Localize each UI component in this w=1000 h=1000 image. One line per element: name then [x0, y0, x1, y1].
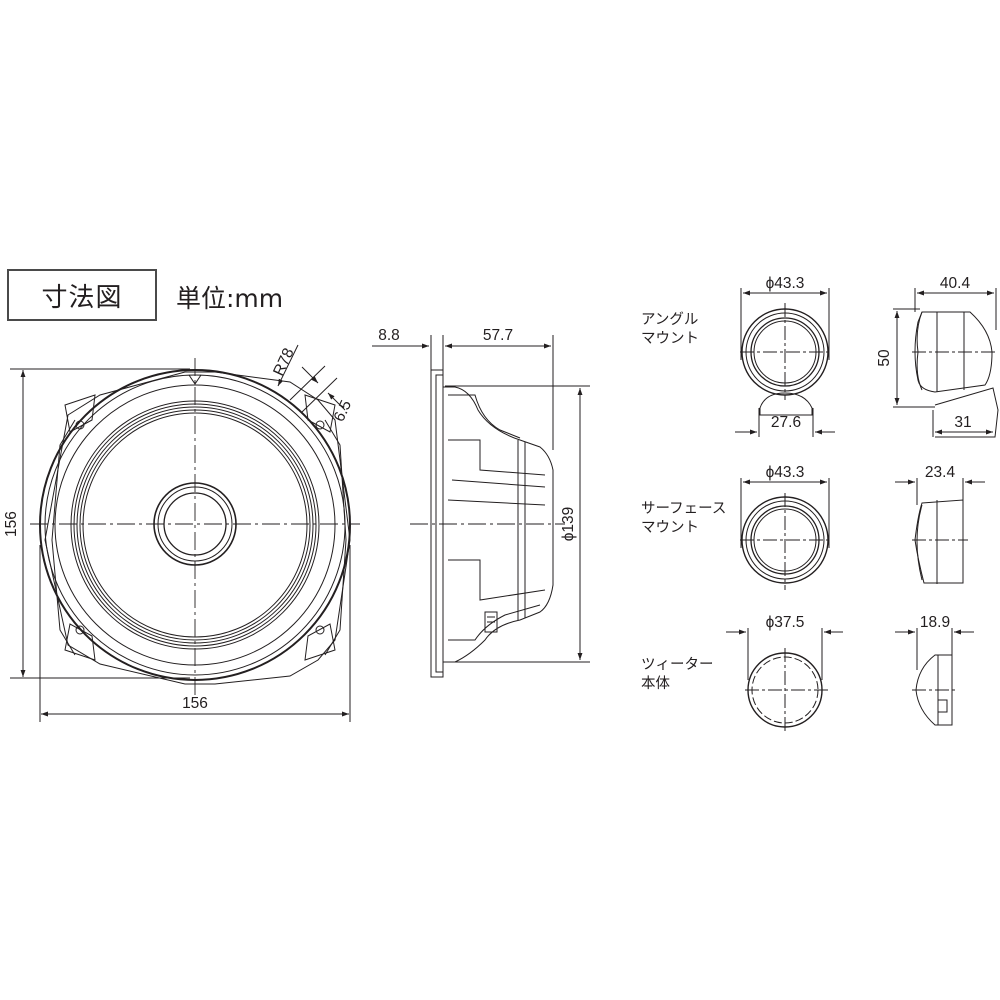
woofer-flange-depth-dim: 8.8 [378, 327, 400, 344]
drawing-title-box: 寸法図 [7, 269, 157, 321]
woofer-diameter-dim: ϕ139 [560, 507, 577, 542]
woofer-radius-dim: R78 [270, 346, 297, 379]
surface-mount-label-line2: マウント [641, 520, 699, 536]
angle-mount-diameter-dim: ϕ43.3 [766, 275, 805, 292]
tweeter-body-label-line1: ツィーター [641, 657, 714, 673]
unit-label: 単位:mm [176, 284, 284, 313]
surface-mount-label: サーフェース マウント [641, 500, 726, 538]
woofer-side-view [372, 335, 590, 678]
woofer-front-view [10, 344, 360, 722]
surface-mount-depth-dim: 23.4 [925, 464, 956, 481]
tweeter-body-drawing [726, 628, 974, 732]
angle-mount-drawing [735, 288, 999, 438]
angle-mount-base-width-dim: 27.6 [771, 414, 801, 431]
angle-mount-height-dim: 50 [876, 349, 893, 367]
tweeter-body-label-line2: 本体 [641, 676, 670, 692]
woofer-height-dim: 156 [3, 511, 20, 537]
angle-mount-label: アングル マウント [641, 311, 699, 349]
tweeter-body-diameter-dim: ϕ37.5 [766, 614, 805, 631]
surface-mount-diameter-dim: ϕ43.3 [766, 464, 805, 481]
angle-mount-label-line1: アングル [641, 312, 699, 328]
woofer-hole-offset-dim: 6.5 [331, 398, 356, 425]
angle-mount-depth-dim: 40.4 [940, 275, 971, 292]
woofer-width-dim: 156 [182, 695, 208, 712]
woofer-mount-depth-dim: 57.7 [483, 327, 513, 344]
surface-mount-drawing [740, 478, 985, 590]
angle-mount-label-line2: マウント [641, 331, 699, 347]
drawing-title: 寸法図 [41, 282, 123, 313]
tweeter-body-depth-dim: 18.9 [920, 614, 950, 631]
surface-mount-label-line1: サーフェース [641, 501, 727, 517]
tweeter-body-label: ツィーター 本体 [641, 656, 714, 694]
angle-mount-base-depth-dim: 31 [954, 414, 971, 431]
